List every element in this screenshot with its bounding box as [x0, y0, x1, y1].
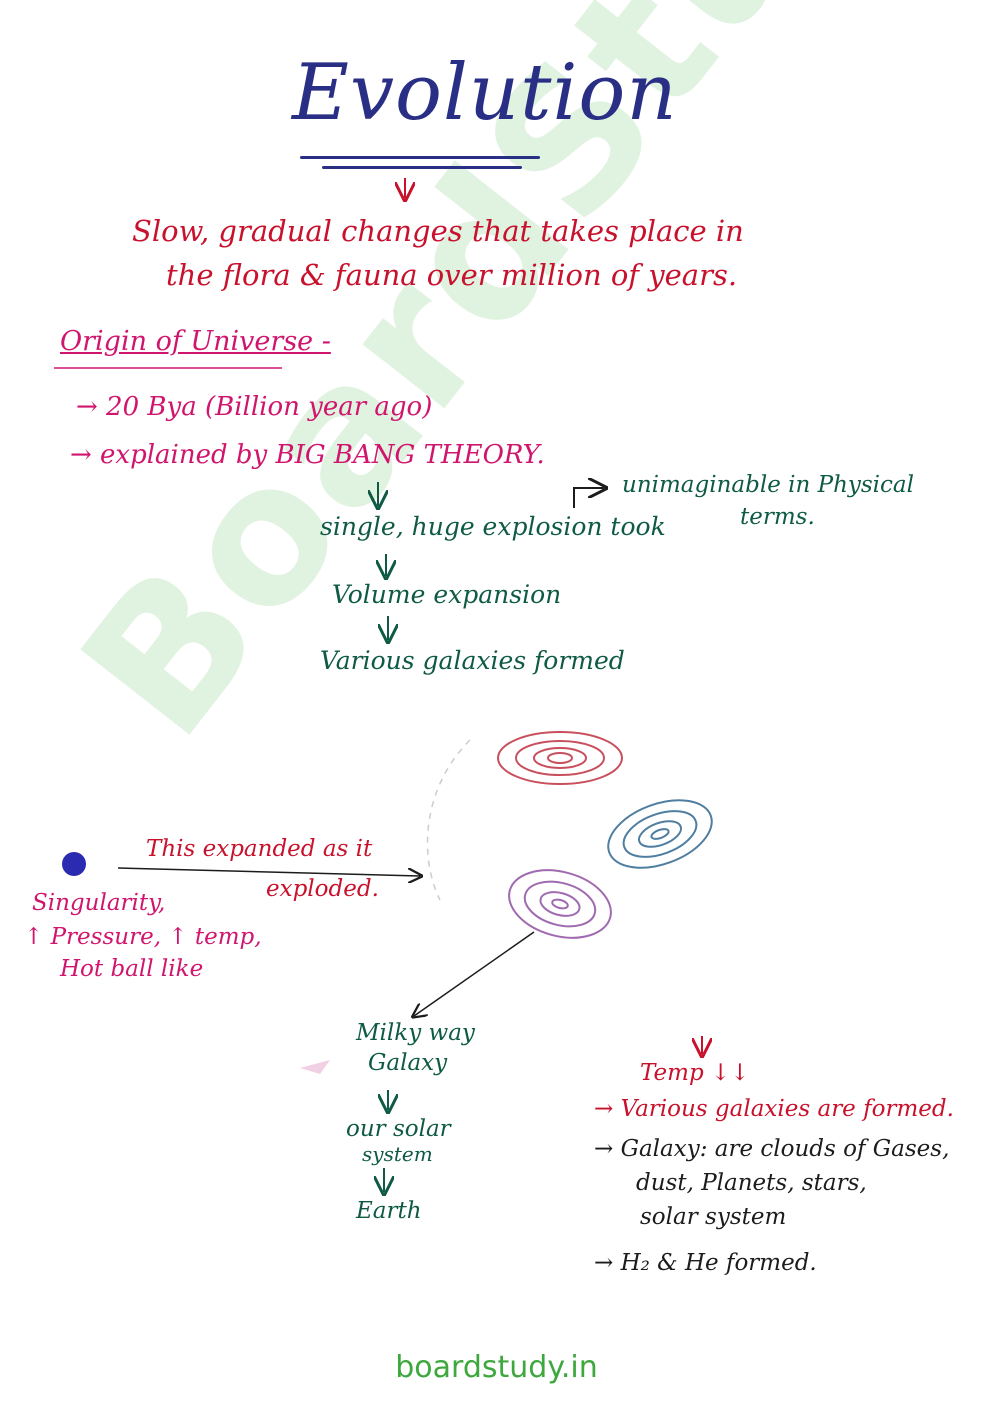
arrow-side-note	[573, 488, 604, 508]
chain-solar-2: system	[362, 1142, 433, 1166]
singularity-label-1: Singularity,	[32, 890, 166, 916]
note-point-1: → Various galaxies are formed.	[594, 1096, 954, 1122]
section-heading: Origin of Universe -	[60, 326, 331, 357]
title-underline-1	[300, 156, 540, 159]
galaxy-red	[497, 731, 623, 785]
singularity-label-2: ↑ Pressure, ↑ temp,	[24, 924, 262, 950]
point-2: → explained by BIG BANG THEORY.	[70, 440, 545, 470]
note-point-2-line-2: dust, Planets, stars,	[636, 1170, 867, 1196]
flow-step-expansion: Volume expansion	[332, 580, 562, 609]
arrow-to-milky-way	[414, 931, 535, 1016]
footer-link[interactable]: boardstudy.in	[395, 1350, 598, 1385]
title-underline-2	[322, 166, 522, 169]
note-point-2-line-1: → Galaxy: are clouds of Gases,	[594, 1136, 950, 1162]
singularity-dot	[62, 852, 86, 876]
chain-milky-way-2: Galaxy	[368, 1050, 448, 1076]
note-point-3: → H₂ & He formed.	[594, 1250, 817, 1276]
arrow-label-line-2: exploded.	[266, 876, 379, 902]
chain-earth: Earth	[356, 1198, 422, 1224]
chain-milky-way-1: Milky way	[356, 1020, 475, 1046]
point-1: → 20 Bya (Billion year ago)	[76, 392, 433, 422]
definition-line-1: Slow, gradual changes that takes place i…	[132, 214, 744, 248]
flow-step-galaxies: Various galaxies formed	[320, 646, 625, 675]
chain-solar-1: our solar	[346, 1116, 451, 1142]
arrow-label-line-1: This expanded as it	[146, 836, 373, 862]
arrow-expansion	[117, 867, 420, 876]
galaxy-blue	[607, 799, 713, 869]
side-note-line-1: unimaginable in Physical	[622, 472, 914, 498]
galaxy-purple	[508, 869, 612, 939]
definition-line-2: the flora & fauna over million of years.	[166, 258, 738, 292]
flow-step-explosion: single, huge explosion took	[320, 512, 666, 541]
page-title: Evolution	[292, 48, 678, 138]
smudge-mark	[300, 1060, 330, 1074]
note-temp: Temp ↓↓	[640, 1060, 750, 1086]
faint-arc	[426, 739, 471, 901]
singularity-label-3: Hot ball like	[60, 956, 204, 982]
side-note-line-2: terms.	[740, 504, 815, 530]
note-point-2-line-3: solar system	[640, 1204, 787, 1230]
